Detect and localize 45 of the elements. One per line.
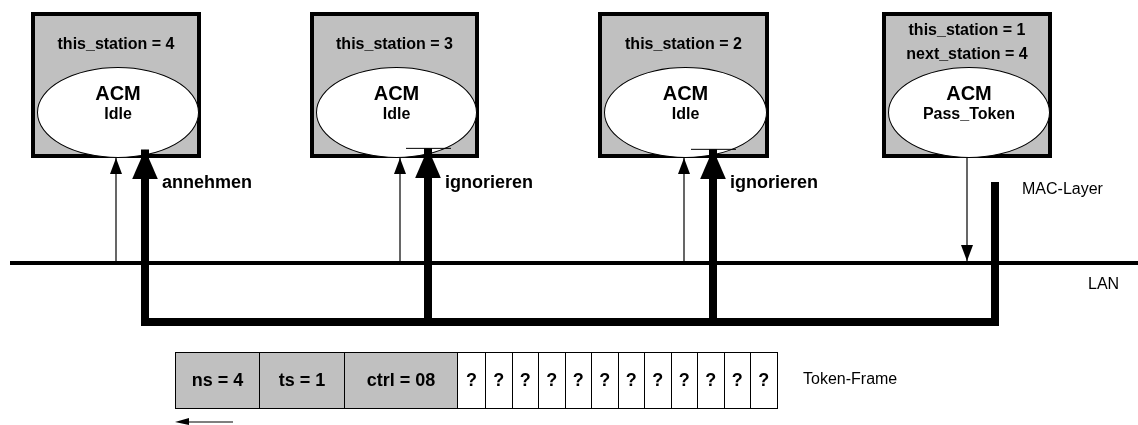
frame-field: ?: [750, 352, 778, 409]
frame-field: ?: [457, 352, 486, 409]
arrow: [961, 157, 973, 262]
layer-label: MAC-Layer: [1022, 180, 1103, 198]
arrow: [678, 157, 690, 262]
frame-field: ?: [644, 352, 672, 409]
station-box: [882, 12, 1052, 158]
frame-field: ?: [591, 352, 619, 409]
state-ellipse: [316, 67, 477, 158]
module-name: ACM: [95, 82, 141, 104]
arrow: [110, 157, 122, 262]
station-variable: next_station = 4: [905, 44, 1029, 63]
frame-field: ?: [670, 352, 698, 409]
module-name: ACM: [662, 82, 709, 104]
state-ellipse: [604, 67, 767, 158]
frame-field: ?: [485, 352, 513, 409]
frame-field: ?: [697, 352, 725, 409]
network-label: LAN: [1088, 275, 1120, 293]
state-name: Idle: [382, 104, 411, 124]
station-variable: this_station = 3: [335, 34, 454, 53]
module-name: ACM: [946, 82, 992, 104]
frame-field: ts = 1: [259, 352, 345, 409]
frame-field: ?: [538, 352, 566, 409]
frame-field: ns = 4: [175, 352, 260, 409]
frame-field: ?: [564, 352, 592, 409]
frame-label: Token-Frame: [803, 370, 898, 388]
edge-label: ignorieren: [445, 172, 533, 193]
arrow: [394, 157, 406, 262]
frame-field: ?: [511, 352, 539, 409]
state-name: Pass_Token: [922, 104, 1016, 124]
edge-label: ignorieren: [730, 172, 818, 193]
station-variable: this_station = 1: [907, 20, 1027, 39]
frame-field: ?: [723, 352, 751, 409]
state-name: Idle: [104, 104, 132, 124]
station-variable: this_station = 4: [56, 34, 176, 53]
station-box: [31, 12, 201, 158]
state-name: Idle: [671, 104, 700, 124]
station-variable: this_station = 2: [624, 34, 743, 53]
station-box: [598, 12, 769, 158]
frame-field: ctrl = 08: [344, 352, 458, 409]
station-box: [310, 12, 479, 158]
state-ellipse: [37, 67, 199, 158]
frame-field: ?: [617, 352, 645, 409]
state-ellipse: [888, 67, 1050, 158]
module-name: ACM: [373, 82, 420, 104]
